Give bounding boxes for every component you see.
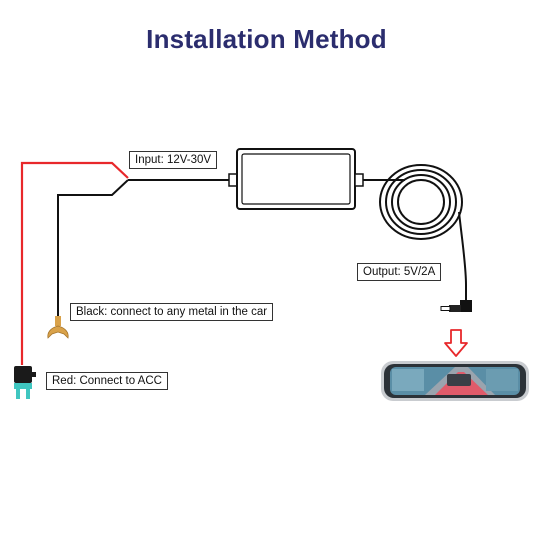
output-label: Output: 5V/2A bbox=[357, 263, 442, 281]
converter-box bbox=[236, 148, 356, 210]
page-title: Installation Method bbox=[146, 24, 387, 54]
ring-terminal-icon bbox=[47, 316, 69, 339]
black-wire bbox=[57, 179, 129, 322]
coiled-cable bbox=[379, 164, 463, 240]
fuse-icon bbox=[14, 366, 36, 399]
red-wire-label: Red: Connect to ACC bbox=[46, 372, 168, 390]
red-wire bbox=[20, 161, 129, 365]
converter-box-inner bbox=[241, 153, 351, 205]
usb-plug-icon bbox=[440, 300, 472, 312]
input-label: Input: 12V-30V bbox=[129, 151, 218, 169]
mirror-dashcam-icon bbox=[381, 361, 529, 401]
down-arrow-icon bbox=[444, 329, 468, 357]
input-connector bbox=[228, 173, 238, 187]
output-cable bbox=[458, 211, 467, 303]
black-wire-label: Black: connect to any metal in the car bbox=[70, 303, 274, 321]
output-connector bbox=[354, 173, 364, 187]
